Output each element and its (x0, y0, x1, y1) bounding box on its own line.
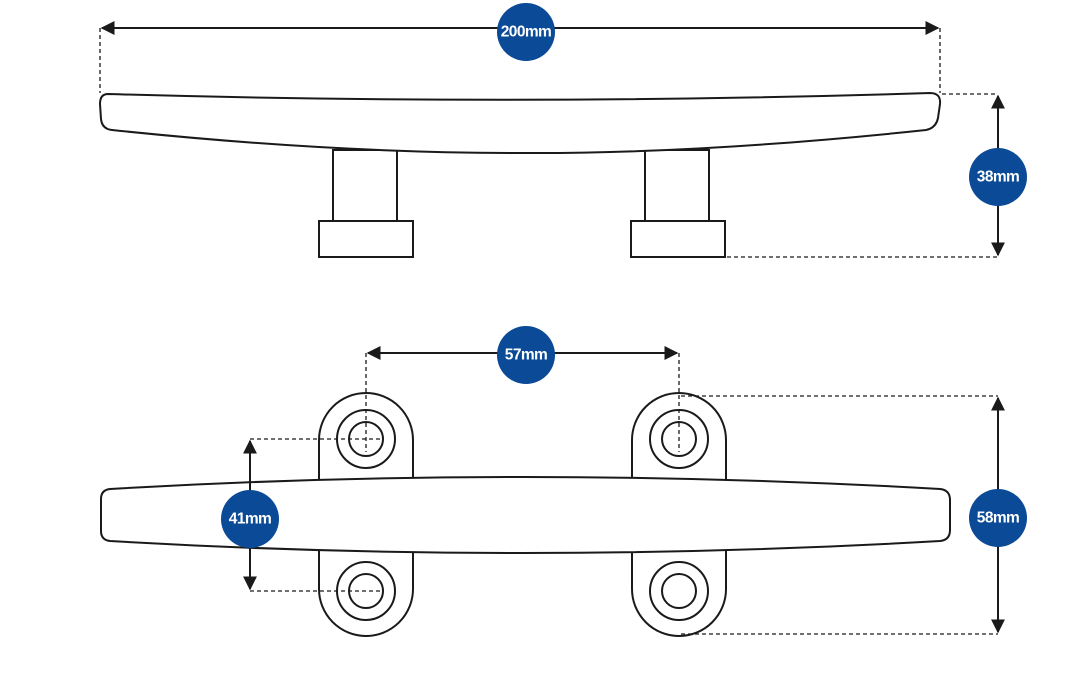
top-horn-bar (100, 476, 951, 554)
side-height-badge: 38mm (969, 148, 1027, 206)
hole-spacing-label: 57mm (505, 347, 547, 364)
badge-circle (221, 490, 279, 548)
side-horn-bar (98, 91, 942, 155)
base-length-label: 58mm (977, 510, 1019, 527)
side-view (98, 91, 942, 258)
base-length-badge: 58mm (969, 489, 1027, 547)
side-right-leg (644, 149, 710, 224)
screw-hole (649, 561, 709, 621)
top-view (100, 392, 951, 637)
hole-offset-badge: 41mm (221, 490, 279, 548)
side-height-label: 38mm (977, 169, 1019, 186)
side-left-leg (332, 149, 398, 224)
badge-circle (497, 3, 555, 61)
overall-length-badge: 200mm (497, 3, 555, 61)
badge-circle (497, 326, 555, 384)
hole-offset-label: 41mm (229, 511, 271, 528)
hole-spacing-badge: 57mm (497, 326, 555, 384)
side-right-foot (630, 220, 726, 258)
overall-length-label: 200mm (501, 24, 551, 41)
side-left-foot (318, 220, 414, 258)
badge-circle (969, 148, 1027, 206)
badge-circle (969, 489, 1027, 547)
